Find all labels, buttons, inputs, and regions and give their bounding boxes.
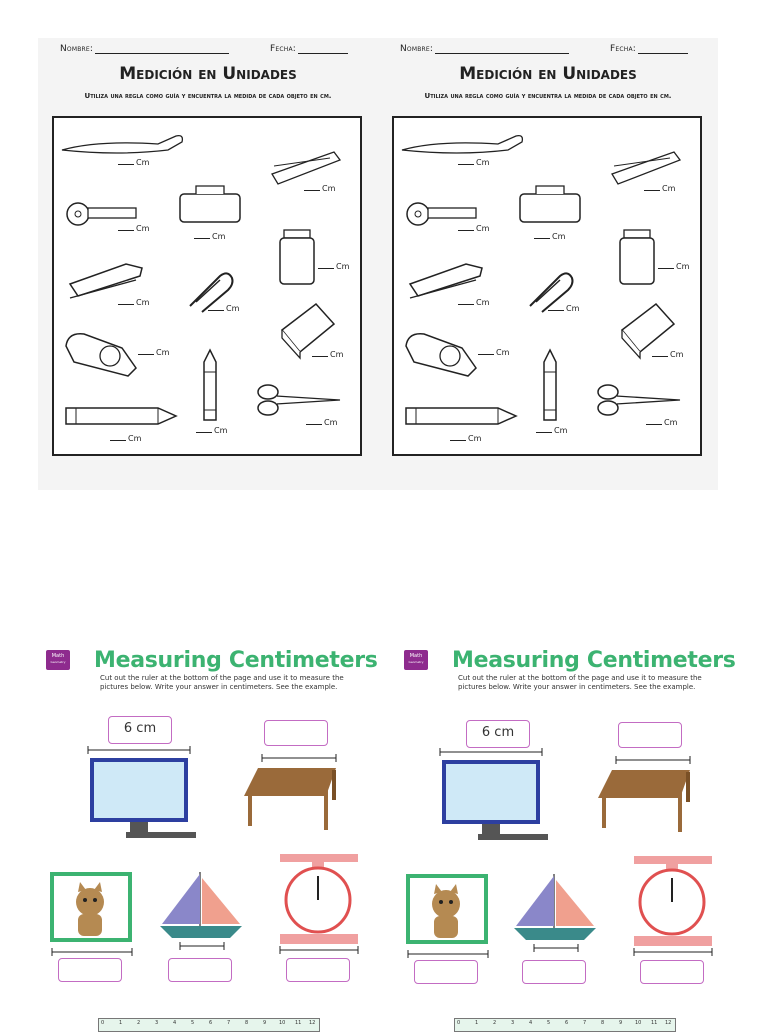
answer-box-table[interactable] <box>618 722 682 748</box>
answer-book: Cm <box>652 350 683 359</box>
computer-monitor-icon <box>439 748 548 840</box>
cutout-ruler: 0 1 2 3 4 5 6 7 8 9 10 11 12 <box>454 1018 676 1032</box>
table-icon <box>244 754 337 830</box>
answer-box-monitor[interactable]: 6 cm <box>108 716 172 744</box>
answer-box-monitor[interactable]: 6 cm <box>466 720 530 748</box>
date-label: Fecha: <box>270 44 297 54</box>
book-icon <box>280 302 336 360</box>
name-label: Nombre: <box>400 44 434 54</box>
spanish-worksheet-right: Nombre: Fecha: Medición en Unidades Util… <box>378 38 718 490</box>
crayon-icon <box>203 348 217 421</box>
jar-icon <box>279 229 315 285</box>
sailboat-icon <box>160 872 242 950</box>
answer-scissors: Cm <box>646 418 677 427</box>
jar-icon <box>619 229 655 285</box>
cat-picture-icon <box>50 872 133 956</box>
answer-box-cat[interactable] <box>58 958 122 982</box>
stapler-icon <box>68 263 143 299</box>
key-icon <box>406 202 477 226</box>
tape-dispenser-icon <box>405 333 477 377</box>
answer-box-cat[interactable] <box>414 960 478 984</box>
answer-paperclip: Cm <box>548 304 579 313</box>
crayon-icon <box>543 348 557 421</box>
spanish-worksheet-left: Nombre: Fecha: Medición en Unidades Util… <box>38 38 378 490</box>
answer-jar: Cm <box>318 262 349 271</box>
cat-picture-icon <box>406 874 489 958</box>
answer-box-sailboat[interactable] <box>168 958 232 982</box>
tissue-box-icon <box>179 185 241 223</box>
answer-box-table[interactable] <box>264 720 328 746</box>
worksheet-instructions: Cut out the ruler at the bottom of the p… <box>458 674 702 691</box>
answer-paintbrush: Cm <box>118 158 149 167</box>
paperclip-icon <box>529 272 574 313</box>
scale-icon <box>633 856 713 956</box>
example-answer: 6 cm <box>481 725 515 740</box>
worksheet-title: Measuring Centimeters <box>452 648 736 673</box>
cutout-ruler: 0 1 2 3 4 5 6 7 8 9 10 11 12 <box>98 1018 320 1032</box>
pencil-icon <box>65 407 178 425</box>
date-field: Fecha: <box>270 44 349 54</box>
scissors-icon <box>257 384 341 416</box>
worksheet-instructions: Utiliza una regla como guía y encuentra … <box>84 92 332 100</box>
worksheet-title: Medición en Unidades <box>119 64 297 84</box>
worksheet-title: Measuring Centimeters <box>94 648 378 673</box>
name-label: Nombre: <box>60 44 94 54</box>
paintbrush-icon <box>401 134 524 154</box>
answer-tape-dispenser: Cm <box>138 348 169 357</box>
scissors-icon <box>597 384 681 416</box>
answer-tape-dispenser: Cm <box>478 348 509 357</box>
answer-stapler: Cm <box>458 298 489 307</box>
answer-key: Cm <box>458 224 489 233</box>
worksheet-instructions: Cut out the ruler at the bottom of the p… <box>100 674 344 691</box>
answer-book: Cm <box>312 350 343 359</box>
answer-paperclip: Cm <box>208 304 239 313</box>
answer-box-scale[interactable] <box>286 958 350 982</box>
tape-dispenser-icon <box>65 333 137 377</box>
answer-crayon: Cm <box>196 426 227 435</box>
answer-clothespin: Cm <box>304 184 335 193</box>
pencil-icon <box>405 407 518 425</box>
date-field: Fecha: <box>610 44 689 54</box>
key-icon <box>66 202 137 226</box>
name-field: Nombre: <box>400 44 570 54</box>
scale-icon <box>279 854 359 954</box>
answer-scissors: Cm <box>306 418 337 427</box>
answer-tissue-box: Cm <box>534 232 565 241</box>
date-label: Fecha: <box>610 44 637 54</box>
name-field: Nombre: <box>60 44 230 54</box>
answer-box-sailboat[interactable] <box>522 960 586 984</box>
objects-frame: Cm Cm Cm Cm Cm Cm Cm <box>392 116 702 456</box>
clothespin-icon <box>271 151 342 185</box>
answer-jar: Cm <box>658 262 689 271</box>
answer-paintbrush: Cm <box>458 158 489 167</box>
example-answer: 6 cm <box>123 721 157 736</box>
paperclip-icon <box>189 272 234 313</box>
stapler-icon <box>408 263 483 299</box>
answer-box-scale[interactable] <box>640 960 704 984</box>
paintbrush-icon <box>61 134 184 154</box>
answer-tissue-box: Cm <box>194 232 225 241</box>
answer-stapler: Cm <box>118 298 149 307</box>
tissue-box-icon <box>519 185 581 223</box>
answer-clothespin: Cm <box>644 184 675 193</box>
objects-frame: Cm Cm Cm Cm Cm Cm <box>52 116 362 456</box>
table-icon <box>598 756 691 832</box>
answer-key: Cm <box>118 224 149 233</box>
answer-pencil: Cm <box>450 434 481 443</box>
computer-monitor-icon <box>87 746 196 838</box>
clothespin-icon <box>611 151 682 185</box>
worksheet-instructions: Utiliza una regla como guía y encuentra … <box>424 92 672 100</box>
worksheet-title: Medición en Unidades <box>459 64 637 84</box>
answer-crayon: Cm <box>536 426 567 435</box>
sailboat-icon <box>514 874 596 952</box>
answer-pencil: Cm <box>110 434 141 443</box>
book-icon <box>620 302 676 360</box>
